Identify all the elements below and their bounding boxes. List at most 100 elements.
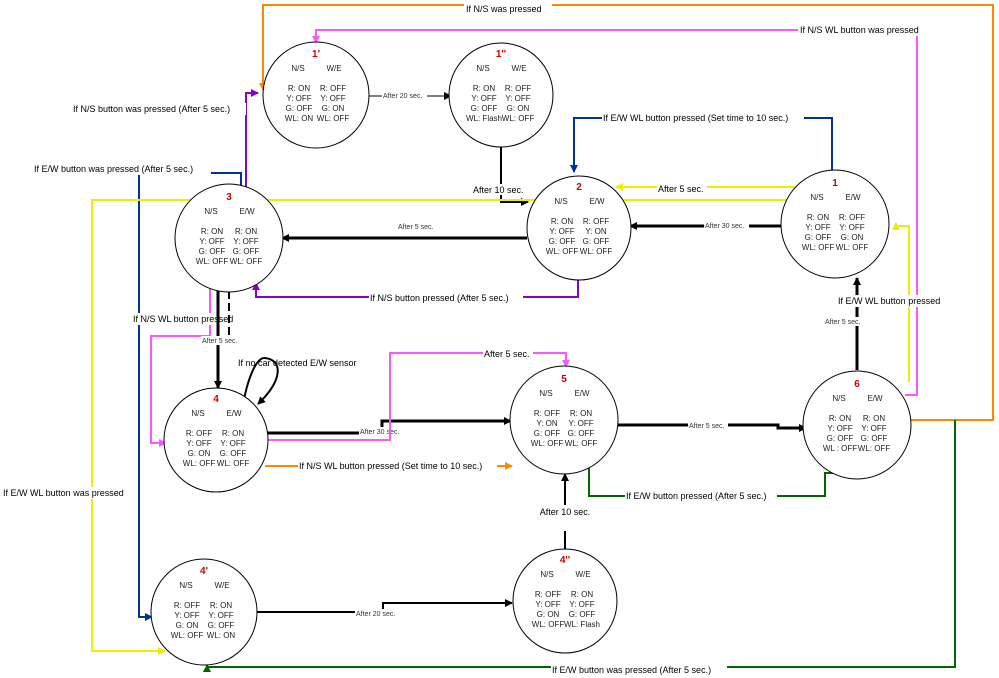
state-circle bbox=[448, 42, 554, 148]
light-value-ew: WL: OFF bbox=[858, 444, 891, 453]
light-value-ew: G: OFF bbox=[208, 621, 235, 630]
edge-label: If N/S WL button pressed bbox=[133, 314, 233, 324]
light-value-ew: G: OFF bbox=[233, 247, 260, 256]
state-header-ns: N/S bbox=[810, 193, 823, 202]
light-value-ns: G: OFF bbox=[286, 104, 313, 113]
light-value-ew: Y: OFF bbox=[569, 600, 594, 609]
state-circle bbox=[150, 558, 258, 666]
state-header-ew: E/W bbox=[239, 207, 255, 216]
light-value-ns: G: OFF bbox=[534, 429, 561, 438]
light-value-ns: R: OFF bbox=[186, 429, 212, 438]
state-header-ns: N/S bbox=[540, 570, 553, 579]
state-name: 1' bbox=[312, 49, 320, 60]
edge-4-to-5-pink: After 5 sec. bbox=[258, 348, 570, 441]
light-value-ns: R: OFF bbox=[174, 601, 200, 610]
edge-label: If no car detected E/W sensor bbox=[238, 358, 357, 368]
light-value-ew: G: OFF bbox=[583, 237, 610, 246]
state-header-ns: N/S bbox=[291, 64, 304, 73]
edge-label: After 10 sec. bbox=[473, 185, 524, 195]
edge-4-to-5-orange: If N/S WL button pressed (Set time to 10… bbox=[265, 460, 513, 472]
light-value-ew: Y: OFF bbox=[220, 439, 245, 448]
light-value-ew: G: OFF bbox=[861, 434, 888, 443]
light-value-ew: Y: OFF bbox=[861, 424, 886, 433]
light-value-ew: R: ON bbox=[570, 409, 592, 418]
edge-4p-to-4pp: After 20 sec. bbox=[257, 599, 513, 618]
light-value-ew: R: OFF bbox=[583, 217, 609, 226]
state-header-ns: N/S bbox=[539, 389, 552, 398]
light-value-ew: WL: ON bbox=[207, 631, 236, 640]
light-value-ew: G: OFF bbox=[569, 610, 596, 619]
edge-label: If E/W WL button was pressed bbox=[3, 488, 124, 498]
light-value-ew: G: ON bbox=[507, 104, 530, 113]
edge-label: After 5 sec. bbox=[484, 349, 530, 359]
edge-label: After 5 sec. bbox=[658, 184, 704, 194]
light-value-ns: R: ON bbox=[829, 414, 851, 423]
state-name: 5 bbox=[561, 374, 567, 385]
state-name: 6 bbox=[854, 379, 860, 390]
edge-6-to-1-yellow: If E/W WL button pressed bbox=[837, 222, 951, 382]
edge-5-to-6-green: If E/W button pressed (After 5 sec.) bbox=[588, 462, 853, 502]
light-value-ew: WL: OFF bbox=[217, 459, 250, 468]
light-value-ew: WL: OFF bbox=[565, 439, 598, 448]
light-value-ns: G: OFF bbox=[471, 104, 498, 113]
edge-2-to-3-ns-button: If N/S button pressed (After 5 sec.) bbox=[252, 278, 579, 304]
edge-1pp-to-2: After 10 sec. bbox=[472, 147, 529, 206]
light-value-ns: G: ON bbox=[188, 449, 211, 458]
light-value-ns: R: OFF bbox=[535, 590, 561, 599]
light-value-ew: Y: OFF bbox=[208, 611, 233, 620]
light-value-ns: WL: OFF bbox=[802, 243, 835, 252]
light-value-ew: WL: OFF bbox=[502, 114, 535, 123]
light-value-ew: Y: OFF bbox=[505, 94, 530, 103]
state-header-ew: W/E bbox=[511, 64, 526, 73]
light-value-ew: Y: OFF bbox=[233, 237, 258, 246]
state-name: 4'' bbox=[560, 555, 570, 566]
light-value-ns: WL: OFF bbox=[171, 631, 204, 640]
state-header-ns: N/S bbox=[204, 207, 217, 216]
edge-4pp-to-5: After 10 sec. bbox=[540, 473, 591, 549]
edge-5-to-6: After 5 sec. bbox=[609, 421, 807, 432]
state-header-ns: N/S bbox=[191, 409, 204, 418]
state-header-ew: E/W bbox=[845, 193, 861, 202]
edge-label: If E/W button pressed (After 5 sec.) bbox=[626, 491, 767, 501]
state-name: 1 bbox=[832, 178, 838, 189]
edge-label: If E/W WL button pressed (Set time to 10… bbox=[603, 113, 788, 123]
edge-label: After 10 sec. bbox=[540, 507, 591, 517]
light-value-ew: R: ON bbox=[235, 227, 257, 236]
edge-6-to-1p-ns-pressed: If N/S was pressed bbox=[259, 3, 994, 421]
light-value-ew: R: ON bbox=[863, 414, 885, 423]
edge-3-to-4: After 5 sec. bbox=[201, 291, 241, 389]
light-value-ns: WL: ON bbox=[285, 114, 314, 123]
edge-label: If E/W WL button pressed bbox=[838, 296, 940, 306]
state-circle bbox=[262, 41, 370, 149]
light-value-ew: Y: OFF bbox=[320, 94, 345, 103]
edge-label: After 5 sec. bbox=[398, 224, 433, 231]
light-value-ns: WL: OFF bbox=[531, 439, 564, 448]
light-value-ew: G: ON bbox=[841, 233, 864, 242]
edge-label: After 20 sec. bbox=[356, 611, 395, 618]
light-value-ns: WL: OFF bbox=[183, 459, 216, 468]
state-circle bbox=[780, 169, 890, 279]
light-value-ns: WL: OFF bbox=[546, 247, 579, 256]
light-value-ns: Y: OFF bbox=[805, 223, 830, 232]
light-value-ns: Y: OFF bbox=[286, 94, 311, 103]
edge-label: If N/S WL button pressed (Set time to 10… bbox=[299, 461, 482, 471]
light-value-ew: WL: OFF bbox=[317, 114, 350, 123]
edge-1p-to-1pp: After 20 sec. bbox=[368, 91, 452, 100]
edge-label: If N/S WL button was pressed bbox=[800, 25, 919, 35]
state-circle bbox=[512, 548, 618, 654]
state-circle bbox=[526, 175, 632, 281]
state-header-ew: E/W bbox=[574, 389, 590, 398]
edge-label: If N/S button was pressed (After 5 sec.) bbox=[73, 104, 230, 114]
